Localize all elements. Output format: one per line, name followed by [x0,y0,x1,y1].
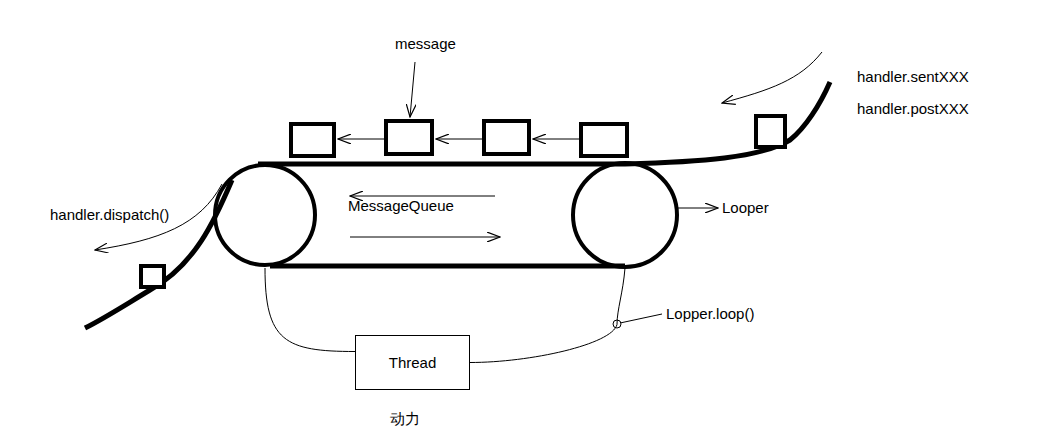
belt-top [258,82,830,164]
flow-arrows [95,52,822,323]
message-label: message [395,35,456,53]
looper-label: Looper [722,199,769,217]
loop-method-label: Lopper.loop() [666,305,754,323]
thread-box: Thread [355,335,470,390]
power-label: 动力 [390,410,420,428]
node-text: MessageQueue [348,197,454,215]
node-text: Thread [389,354,437,372]
message-squares [141,116,785,287]
drive-line [265,268,355,352]
dispatch-method-label: handler.dispatch() [50,206,169,224]
post-method-label: handler.postXXX [857,100,969,118]
drive-line [470,268,625,363]
message-queue-belt: MessageQueue [213,163,679,268]
belt-bottom [270,264,625,269]
right-roller [573,163,677,267]
exit-chute [85,180,232,328]
send-method-label: handler.sentXXX [857,68,969,86]
